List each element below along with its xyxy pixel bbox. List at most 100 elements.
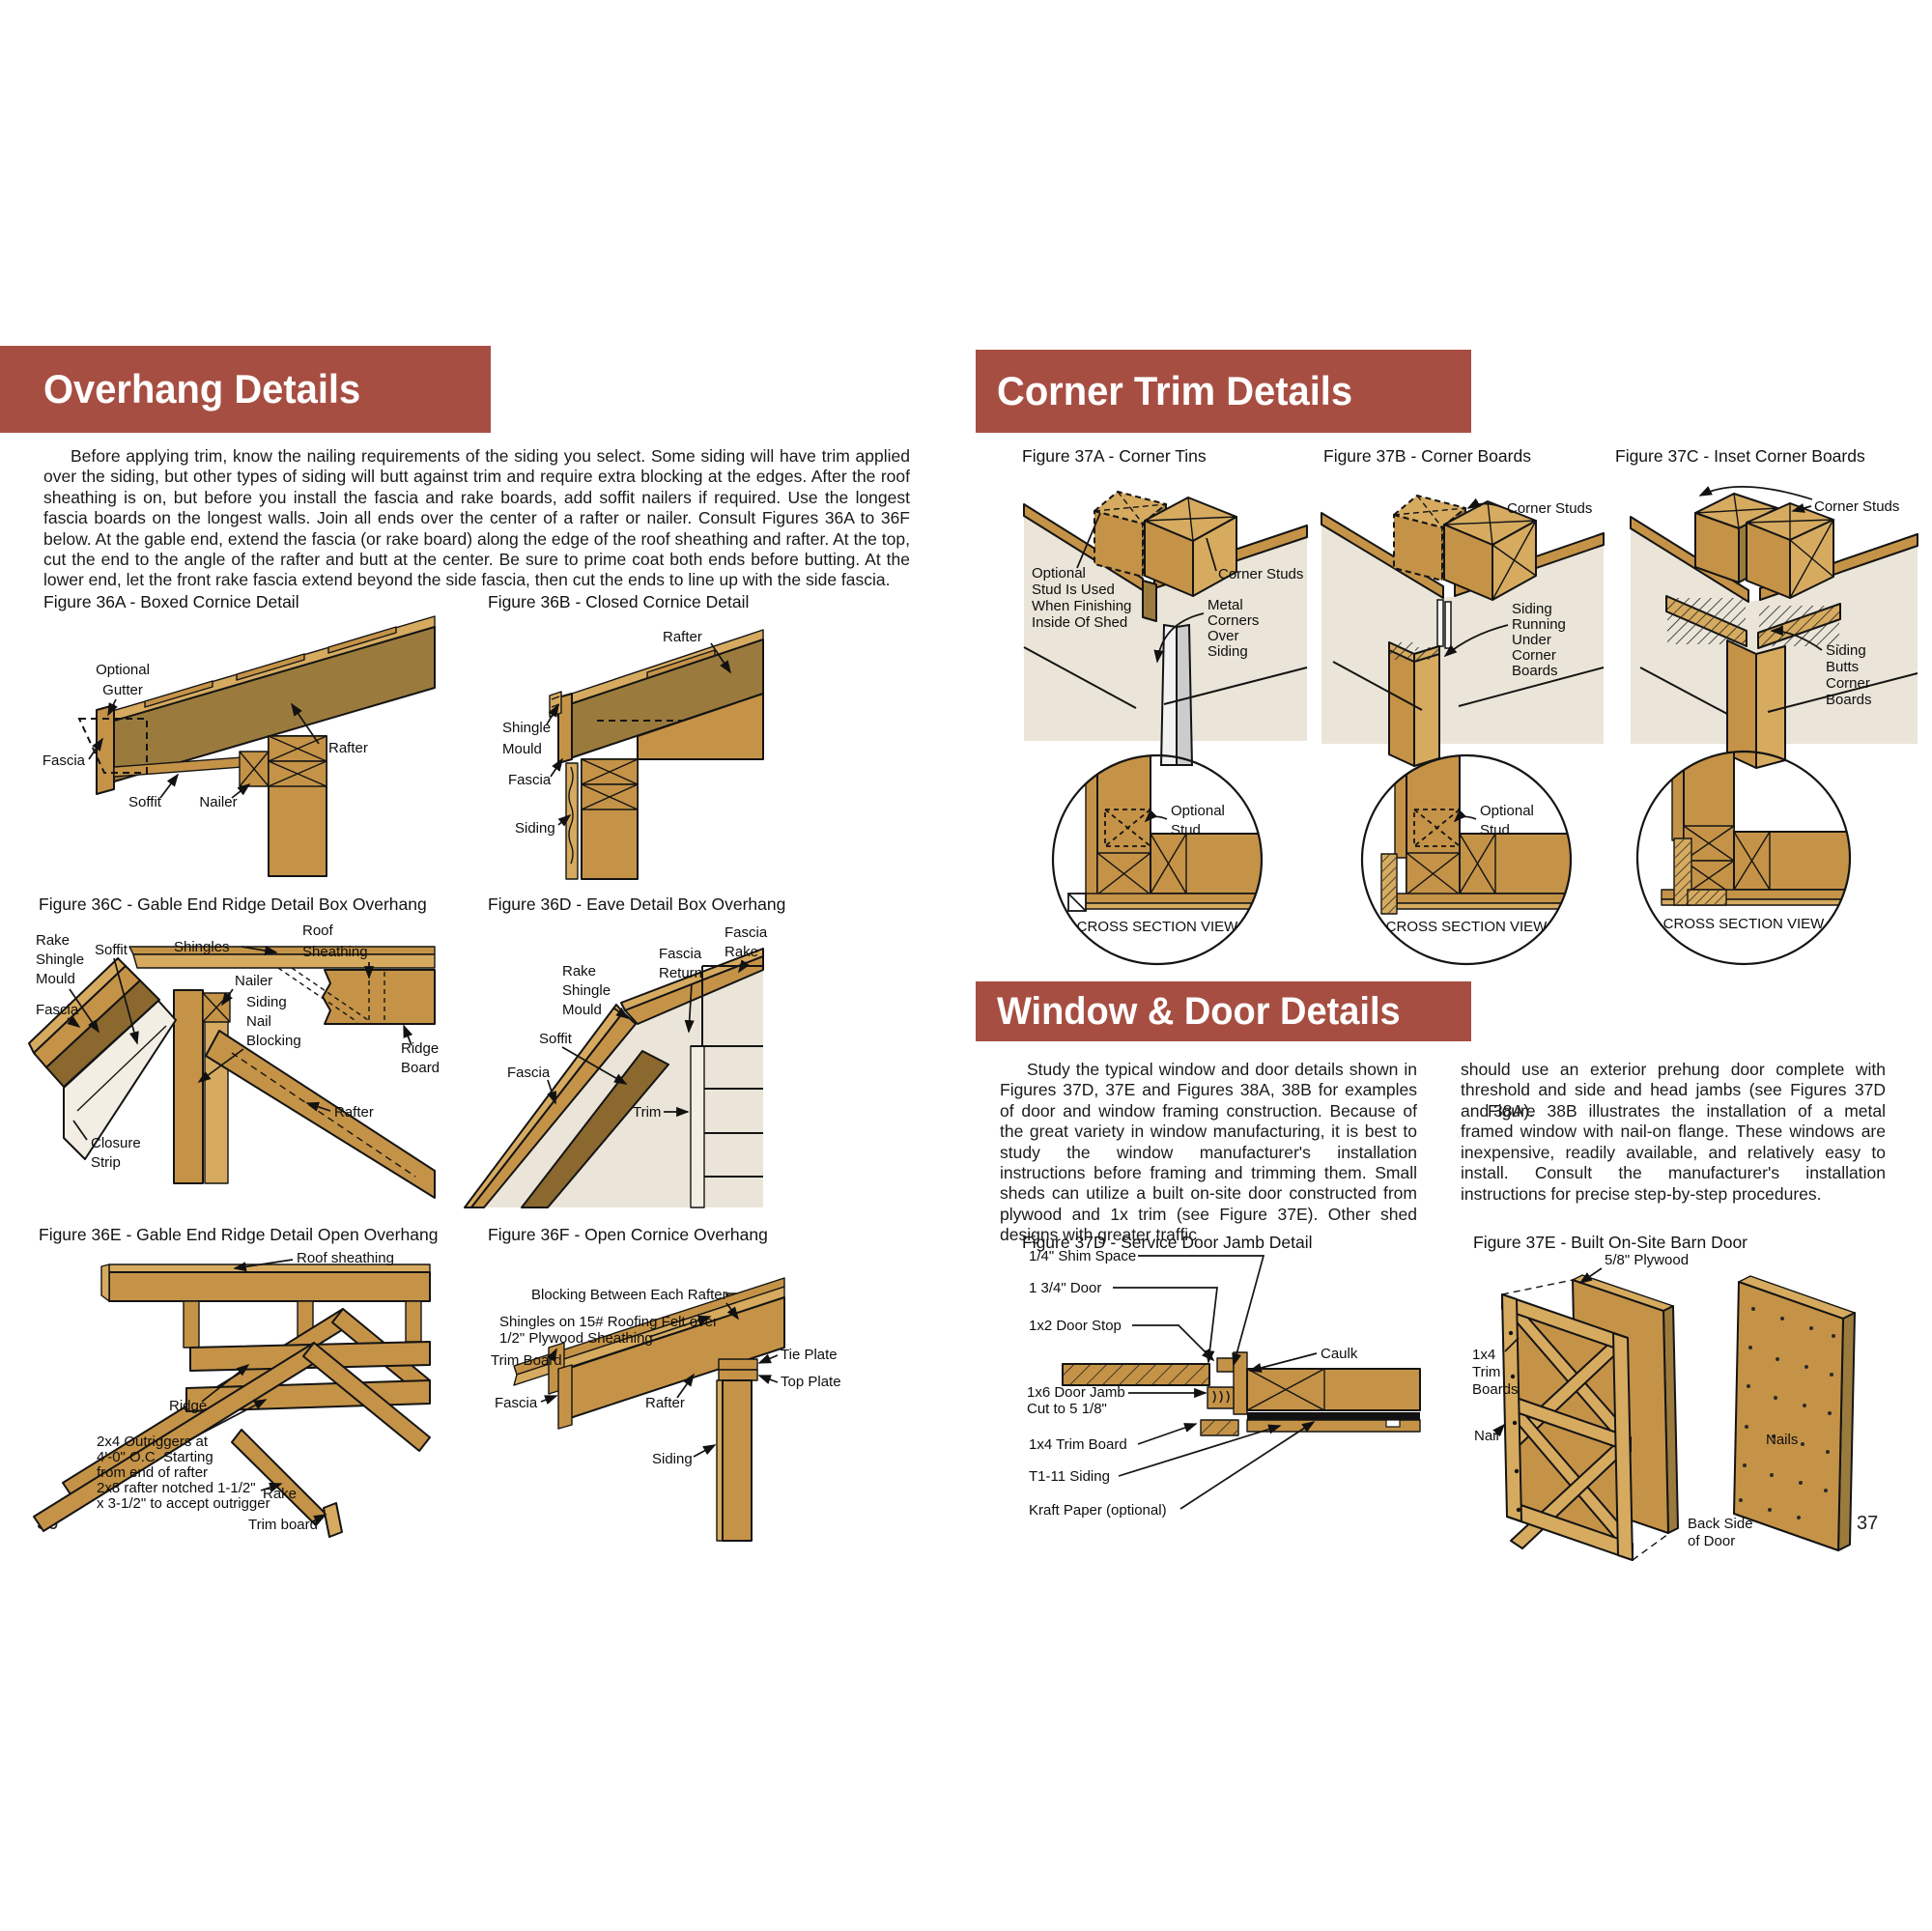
- figure-37a-diagram: Optional Stud Is Used When Finishing Ins…: [1023, 491, 1308, 766]
- label-kraft-paper: Kraft Paper (optional): [1029, 1502, 1167, 1519]
- label-corner-studs: Corner Studs: [1814, 498, 1899, 515]
- wall-base-right: [1458, 667, 1605, 707]
- svg-text:Shingles on 15# Roofing Felt o: Shingles on 15# Roofing Felt over: [499, 1314, 718, 1330]
- optional-gutter-outline: [77, 718, 148, 774]
- trim-board: [690, 1045, 705, 1208]
- svg-text:Inside Of Shed: Inside Of Shed: [1032, 614, 1127, 631]
- label-optional-stud: Optional: [1480, 803, 1534, 819]
- caption-37d: Figure 37D - Service Door Jamb Detail: [1022, 1233, 1313, 1252]
- label-nailer: Nailer: [235, 973, 272, 989]
- label-siding-under: Siding Running Under Corner Boards: [1512, 601, 1566, 679]
- caption-37c: Figure 37C - Inset Corner Boards: [1615, 446, 1865, 466]
- label-ridge-board: Ridge: [401, 1040, 439, 1057]
- fascia-board: [557, 1364, 573, 1430]
- section-header-corner-trim: Corner Trim Details: [976, 350, 1471, 433]
- label-roof-sheathing: Roof: [302, 923, 334, 939]
- figure-37e-diagram: 5/8" Plywood 1x4 Trim Boards Nail Nails …: [1472, 1252, 1856, 1561]
- rake-fascia-band: [470, 1011, 637, 1208]
- caption-37b: Figure 37B - Corner Boards: [1323, 446, 1531, 466]
- label-roof-sheathing: Roof sheathing: [297, 1250, 394, 1266]
- svg-text:x 3-1/2" to accept outrigger: x 3-1/2" to accept outrigger: [97, 1495, 270, 1512]
- svg-text:Shingle: Shingle: [562, 982, 611, 999]
- svg-text:Boards: Boards: [1472, 1381, 1519, 1398]
- gable-wall-siding: [204, 999, 229, 1184]
- metal-corner-strip: [1159, 623, 1194, 766]
- figure-37b-diagram: Corner Studs Siding Running Under Corner…: [1321, 495, 1605, 767]
- label-plywood: 5/8" Plywood: [1605, 1252, 1689, 1268]
- svg-text:Over: Over: [1208, 628, 1239, 644]
- svg-text:Metal: Metal: [1208, 597, 1243, 613]
- caption-36e: Figure 36E - Gable End Ridge Detail Open…: [39, 1225, 439, 1244]
- label-shingle-mould: Shingle: [502, 720, 551, 736]
- svg-text:Corner: Corner: [1826, 675, 1870, 692]
- label-trim-board: Trim Board: [491, 1352, 562, 1369]
- ridge-board: [322, 969, 436, 1025]
- svg-text:Nail: Nail: [246, 1013, 271, 1030]
- label-trim: Trim: [633, 1104, 661, 1121]
- section-header-overhang: Overhang Details: [0, 346, 491, 433]
- figure-37d-diagram: 1/4" Shim Space 1 3/4" Door 1x2 Door Sto…: [1027, 1248, 1421, 1519]
- svg-text:Siding: Siding: [1826, 642, 1866, 659]
- svg-text:Board: Board: [401, 1060, 440, 1076]
- tie-plate: [718, 1358, 758, 1371]
- figure-36c-diagram: Rake Shingle Mould Soffit Shingles Roof …: [28, 923, 440, 1199]
- figure-36f-diagram: Blocking Between Each Rafter Shingles on…: [491, 1277, 841, 1542]
- siding-lines: [691, 965, 763, 1178]
- label-fascia: Fascia: [507, 1065, 551, 1081]
- label-soffit: Soffit: [95, 942, 128, 958]
- door-panel: [1062, 1363, 1210, 1386]
- svg-text:Cut to 5 1/8": Cut to 5 1/8": [1027, 1401, 1107, 1417]
- door-jamb: [1207, 1351, 1248, 1415]
- svg-text:Back Side: Back Side: [1688, 1516, 1753, 1532]
- svg-text:Running: Running: [1512, 616, 1566, 633]
- svg-text:Corner: Corner: [1512, 647, 1556, 664]
- gable-wall-stud: [173, 989, 204, 1184]
- caption-36f: Figure 36F - Open Cornice Overhang: [488, 1225, 768, 1244]
- label-soffit: Soffit: [539, 1031, 573, 1047]
- label-fascia-return: Fascia: [659, 946, 702, 962]
- label-soffit: Soffit: [128, 794, 162, 810]
- siding-strip: [565, 762, 579, 880]
- label-rafter: Rafter: [645, 1395, 685, 1411]
- window-door-col2b: Figure 38B illustrates the installation …: [1461, 1101, 1886, 1204]
- window-door-col1: Study the typical window and door detail…: [1000, 1060, 1417, 1245]
- nailer-block: [202, 992, 231, 1023]
- svg-text:Return: Return: [659, 965, 702, 981]
- label-cross-section-view: CROSS SECTION VIEW: [1663, 916, 1826, 932]
- figure-36b-diagram: Rafter Shingle Mould Fascia Siding: [502, 629, 764, 880]
- corner-board-sections: [1673, 838, 1727, 906]
- caption-37a: Figure 37A - Corner Tins: [1022, 446, 1207, 466]
- label-back-side: Back Side of Door: [1688, 1516, 1753, 1549]
- rake-fascia-band-b: [624, 955, 764, 1025]
- svg-text:Mould: Mould: [502, 741, 542, 757]
- caption-37e: Figure 37E - Built On-Site Barn Door: [1473, 1233, 1748, 1252]
- svg-text:Boards: Boards: [1826, 692, 1872, 708]
- caulk-band: [1247, 1412, 1420, 1420]
- svg-text:Mould: Mould: [562, 1002, 602, 1018]
- label-optional-stud: Optional Stud Is Used When Finishing Ins…: [1032, 565, 1131, 631]
- wall-base-right: [1767, 672, 1918, 713]
- label-rake-shingle-mould: Rake: [562, 963, 596, 980]
- trim-board: [1200, 1419, 1239, 1436]
- rafter-board: [205, 1030, 436, 1199]
- label-trim-board: Trim board: [248, 1517, 318, 1533]
- label-caulk: Caulk: [1321, 1346, 1358, 1362]
- blocking-wedge: [637, 693, 764, 760]
- label-top-plate: Top Plate: [781, 1374, 841, 1390]
- shingle-mould: [549, 691, 562, 718]
- cross-section-circle-c: CROSS SECTION VIEW: [1635, 750, 1852, 966]
- label-trim-board: 1x4 Trim Board: [1029, 1436, 1127, 1453]
- svg-text:Boards: Boards: [1512, 663, 1558, 679]
- corner-studs-cube: [1443, 500, 1537, 601]
- svg-text:Corners: Corners: [1208, 612, 1259, 629]
- label-nailer: Nailer: [199, 794, 237, 810]
- wall-stud: [722, 1379, 753, 1542]
- label-door-jamb: 1x6 Door Jamb: [1027, 1384, 1125, 1401]
- label-corner-studs: Corner Studs: [1218, 566, 1303, 582]
- svg-text:Butts: Butts: [1826, 659, 1859, 675]
- blocking-post: [183, 1300, 200, 1349]
- caption-36d: Figure 36D - Eave Detail Box Overhang: [488, 895, 786, 914]
- corner-studs-cube: [1144, 497, 1237, 597]
- svg-text:Blocking: Blocking: [246, 1033, 301, 1049]
- svg-text:from end of rafter: from end of rafter: [97, 1464, 208, 1481]
